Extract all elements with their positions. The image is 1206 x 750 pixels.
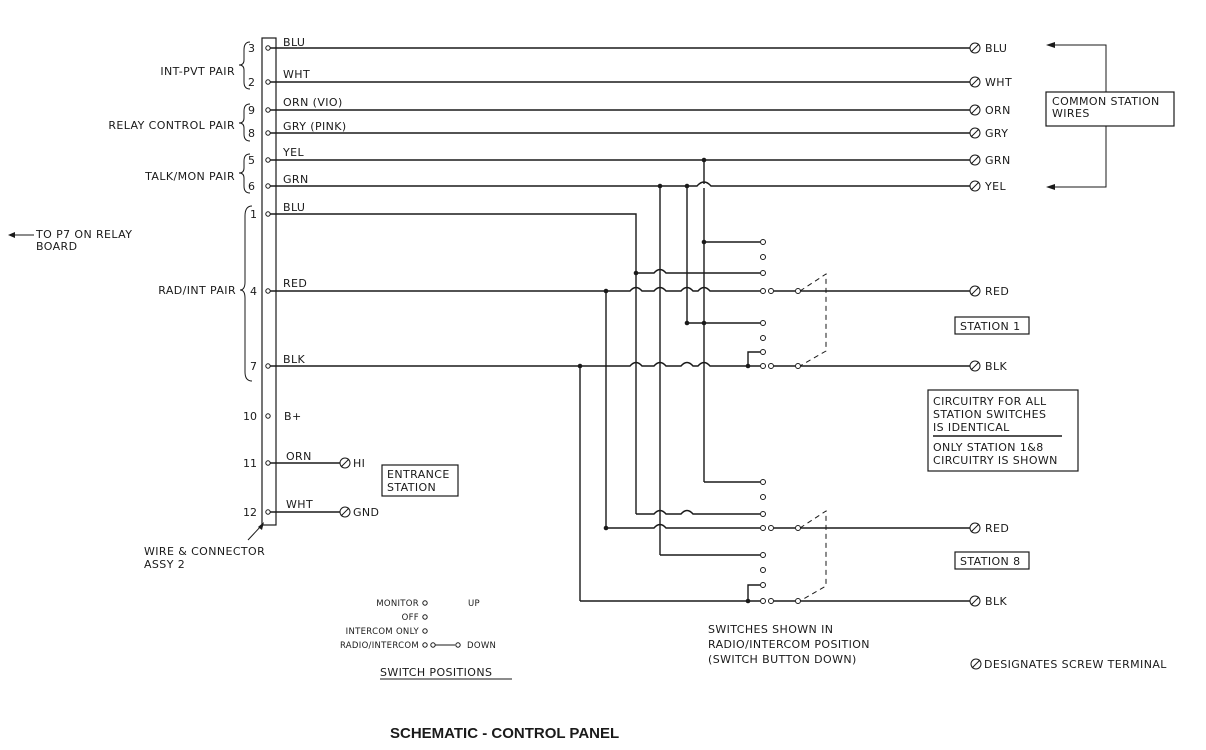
wire-label-pin3: BLU — [283, 36, 305, 49]
pin-number: 5 — [248, 154, 255, 167]
screw-terminal-icon — [969, 127, 981, 139]
pin-number: 7 — [250, 360, 257, 373]
switches-note-text: SWITCHES SHOWN IN — [708, 623, 833, 636]
screw-terminal-icon — [969, 595, 981, 607]
switch-position-radio-intercom: RADIO/INTERCOM — [340, 641, 419, 651]
pin-number: 1 — [250, 208, 257, 221]
screw-terminal-icon — [339, 506, 351, 518]
screw-terminal-legend: DESIGNATES SCREW TERMINAL — [970, 658, 1167, 671]
pin-numbers: 3 2 9 8 5 6 1 4 7 10 11 12 — [243, 42, 257, 519]
connector-block — [261, 37, 277, 526]
switch-positions-title: SWITCH POSITIONS — [380, 666, 492, 679]
wire-label-pin10: B+ — [284, 410, 302, 423]
pin-number: 3 — [248, 42, 255, 55]
screw-terminal-legend-text: DESIGNATES SCREW TERMINAL — [984, 658, 1167, 671]
circuitry-note-text: ONLY STATION 1&8 — [933, 441, 1044, 454]
wire-label-pin9: ORN (VIO) — [283, 96, 343, 109]
common-wires-label: WIRES — [1052, 107, 1090, 120]
pin-number: 12 — [243, 506, 257, 519]
entrance-station-label: STATION — [387, 481, 436, 494]
switch-positions-legend: MONITOR UP OFF INTERCOM ONLY RADIO/INTER… — [340, 599, 512, 680]
pair-braces — [238, 41, 253, 382]
entrance-station-label: ENTRANCE — [387, 468, 450, 481]
to-relay-label: TO P7 ON RELAY — [35, 228, 132, 241]
pin-number: 6 — [248, 180, 255, 193]
screw-terminal-icon — [969, 104, 981, 116]
circuitry-note-text: CIRCUITRY FOR ALL — [933, 395, 1047, 408]
pin-number: 10 — [243, 410, 257, 423]
relay-control-pair-label: RELAY CONTROL PAIR — [108, 119, 235, 132]
screw-terminal-icon — [969, 76, 981, 88]
screw-terminal-icon — [339, 457, 351, 469]
switch-position-up: UP — [468, 599, 480, 609]
terminal-label-station1-blk: BLK — [985, 360, 1007, 373]
pin-number: 9 — [248, 104, 255, 117]
terminal-label-station8-red: RED — [985, 522, 1009, 535]
pin-number: 8 — [248, 127, 255, 140]
wire-label-pin1: BLU — [283, 201, 305, 214]
wire-label-pin8: GRY (PINK) — [283, 120, 347, 133]
rad-int-wiring — [270, 213, 760, 601]
screw-terminal-icon — [969, 42, 981, 54]
pin-number: 2 — [248, 76, 255, 89]
wire-label-pin4: RED — [283, 277, 307, 290]
terminal-label-gnd: GND — [353, 506, 379, 519]
circuitry-note-text: IS IDENTICAL — [933, 421, 1010, 434]
wire-label-pin2: WHT — [283, 68, 310, 81]
terminal-label-station8-blk: BLK — [985, 595, 1007, 608]
common-station-wires — [270, 47, 970, 187]
circuitry-note: CIRCUITRY FOR ALL STATION SWITCHES IS ID… — [927, 389, 1079, 472]
screw-terminal-icon — [969, 154, 981, 166]
switch-position-off: OFF — [402, 613, 419, 623]
common-wire-drops — [657, 157, 707, 555]
screw-terminal-icon — [969, 285, 981, 297]
switches-note: SWITCHES SHOWN IN RADIO/INTERCOM POSITIO… — [708, 623, 870, 666]
assembly-label: ASSY 2 — [144, 558, 185, 571]
terminal-label-wht: WHT — [985, 76, 1012, 89]
station1-switch — [633, 239, 970, 369]
screw-terminal-icon — [970, 658, 982, 670]
switch-position-intercom-only: INTERCOM ONLY — [346, 627, 420, 637]
schematic-title: SCHEMATIC - CONTROL PANEL — [390, 725, 619, 742]
terminal-label-grn: GRN — [985, 154, 1011, 167]
wire-label-pin11: ORN — [286, 450, 312, 463]
int-pvt-pair-label: INT-PVT PAIR — [160, 65, 235, 78]
switch-position-monitor: MONITOR — [376, 599, 419, 609]
rad-int-pair-label: RAD/INT PAIR — [158, 284, 236, 297]
station8-label: STATION 8 — [960, 555, 1020, 568]
terminal-label-hi: HI — [353, 457, 365, 470]
terminal-label-orn: ORN — [985, 104, 1011, 117]
to-relay-label: BOARD — [36, 240, 77, 253]
pin-number: 11 — [243, 457, 257, 470]
wire-label-pin6: GRN — [283, 173, 309, 186]
terminal-label-blu: BLU — [985, 42, 1007, 55]
screw-terminal-icon — [969, 522, 981, 534]
common-wires-label: COMMON STATION — [1052, 95, 1160, 108]
screw-terminal-icon — [969, 180, 981, 192]
assembly-label: WIRE & CONNECTOR — [144, 545, 265, 558]
entrance-station: HI GND ENTRANCE STATION — [270, 457, 459, 519]
screw-terminal-icon — [969, 360, 981, 372]
common-station-wires-note: COMMON STATION WIRES — [1045, 42, 1175, 190]
terminal-label-yel: YEL — [984, 180, 1006, 193]
station8-switch — [580, 479, 970, 604]
talk-mon-pair-label: TALK/MON PAIR — [144, 170, 235, 183]
wire-label-pin12: WHT — [286, 498, 313, 511]
to-relay-board-note: TO P7 ON RELAY BOARD — [8, 228, 132, 253]
pin-number: 4 — [250, 285, 257, 298]
switches-note-text: (SWITCH BUTTON DOWN) — [708, 653, 857, 666]
terminal-label-gry: GRY — [985, 127, 1008, 140]
switches-note-text: RADIO/INTERCOM POSITION — [708, 638, 870, 651]
connector-assembly-note: WIRE & CONNECTOR ASSY 2 — [144, 522, 265, 571]
screw-terminals — [969, 42, 981, 607]
circuitry-note-text: CIRCUITRY IS SHOWN — [933, 454, 1058, 467]
wire-label-pin7: BLK — [283, 353, 305, 366]
terminal-label-station1-red: RED — [985, 285, 1009, 298]
circuitry-note-text: STATION SWITCHES — [933, 408, 1046, 421]
station1-label: STATION 1 — [960, 320, 1020, 333]
wire-label-pin5: YEL — [282, 146, 304, 159]
switch-position-down: DOWN — [467, 641, 496, 651]
